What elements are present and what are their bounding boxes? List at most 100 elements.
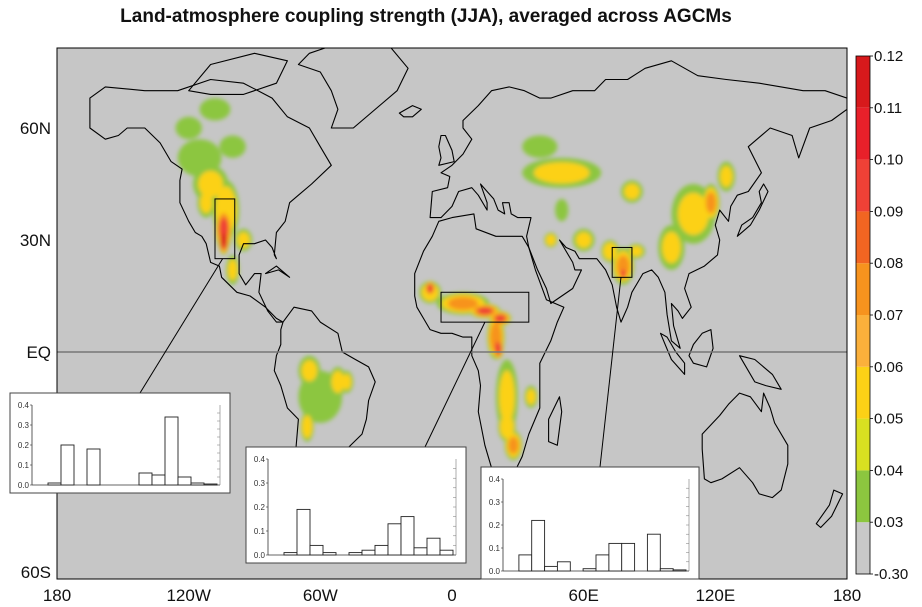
chart-title: Land-atmosphere coupling strength (JJA),…: [120, 6, 732, 27]
field-cell: [499, 370, 515, 424]
y-tick-label: 30N: [20, 231, 51, 250]
colorbar-tick-label: 0.03: [874, 514, 903, 531]
field-cell: [533, 162, 590, 184]
field-cell: [175, 116, 202, 140]
colorbar-tick-label: 0.12: [874, 48, 903, 65]
inset-y-tick-label: 0.2: [254, 503, 266, 512]
inset-bar: [374, 544, 389, 556]
inset-bar: [322, 552, 337, 556]
inset-y-tick-label: 0.3: [18, 421, 30, 430]
inset-y-tick-label: 0.4: [489, 475, 501, 484]
field-cell: [662, 231, 681, 264]
inset-bar: [348, 552, 363, 556]
inset-frame: [480, 466, 700, 580]
inset-bar: [151, 474, 166, 486]
inset-bar: [544, 565, 558, 572]
coastline-3: [429, 60, 847, 349]
coastline-4: [701, 392, 789, 499]
inset-y-tick-label: 0.4: [254, 455, 266, 464]
colorbar-segment: [856, 522, 870, 574]
field-cell: [342, 374, 352, 390]
inset-y-tick-label: 0.3: [489, 498, 501, 507]
colorbar: -0.300.030.040.050.060.070.080.090.100.1…: [855, 48, 908, 583]
inset-y-tick-label: 0.3: [254, 479, 266, 488]
colorbar-tick-label: 0.08: [874, 255, 903, 272]
coastline-0: [89, 78, 332, 323]
histogram-insets: 0.00.10.20.30.40.00.10.20.30.40.00.10.20…: [9, 392, 700, 580]
inset-bar: [60, 444, 75, 486]
field-cell: [545, 234, 556, 246]
field-cell: [508, 436, 519, 454]
colorbar-tick-label: 0.11: [874, 100, 902, 117]
inset-histogram-1: 0.00.10.20.30.4: [245, 446, 467, 564]
coastline-14: [264, 265, 291, 278]
inset-y-tick-label: 0.1: [254, 527, 266, 536]
coastline-15: [188, 52, 288, 95]
inset-bar: [439, 549, 454, 556]
field-cell: [221, 233, 227, 247]
colorbar-tick-label: -0.30: [874, 566, 908, 583]
colorbar-tick-label: 0.10: [874, 152, 903, 169]
coastline-11: [688, 329, 714, 368]
inset-bar: [203, 483, 218, 486]
inset-bar: [387, 523, 402, 556]
inset-bar: [190, 482, 205, 486]
leader-line-0: [139, 258, 224, 394]
field-cell: [705, 191, 717, 214]
field-cell: [499, 414, 514, 439]
colorbar-segment: [856, 470, 870, 523]
colorbar-tick-label: 0.05: [874, 411, 903, 428]
field-cell: [494, 314, 506, 323]
coastline-13: [815, 489, 844, 529]
colorbar-tick-label: 0.04: [874, 462, 903, 479]
inset-y-tick-label: 0.2: [489, 521, 501, 530]
inset-bar: [582, 568, 597, 572]
region-box-0: [214, 198, 236, 260]
field-cell: [200, 192, 213, 214]
inset-histogram-0: 0.00.10.20.30.4: [9, 392, 231, 494]
colorbar-segment: [856, 56, 870, 108]
inset-y-tick-label: 0.1: [489, 544, 501, 553]
inset-bar: [531, 519, 546, 572]
x-tick-label: 180: [43, 586, 71, 605]
inset-histogram-2: 0.0 0.1 0.2 0.3 0.4: [480, 466, 700, 580]
field-cell: [227, 259, 238, 281]
inset-bar: [283, 552, 298, 556]
inset-bar: [177, 476, 192, 486]
field-cell: [237, 232, 250, 248]
coupling-field: [175, 98, 736, 461]
field-cell: [624, 183, 640, 200]
inset-bar: [413, 547, 428, 556]
coastline-10: [659, 332, 686, 375]
x-tick-label: 120E: [695, 586, 735, 605]
inset-y-tick-label: 0.1: [18, 461, 30, 470]
inset-y-tick-label: 0.0: [489, 567, 501, 576]
coastline-9: [736, 183, 769, 237]
field-cell: [199, 98, 231, 121]
field-cell: [720, 165, 733, 188]
colorbar-segment: [856, 159, 870, 212]
field-cell: [630, 245, 643, 257]
field-cell: [219, 135, 246, 158]
inset-bar: [361, 549, 376, 556]
field-cell: [620, 269, 626, 278]
inset-bar: [659, 568, 674, 572]
inset-bar: [47, 482, 62, 486]
inset-bar: [595, 554, 610, 572]
inset-bar: [164, 416, 179, 486]
y-tick-label: EQ: [26, 343, 51, 362]
x-tick-label: 60E: [569, 586, 599, 605]
coastline-5: [297, 48, 409, 129]
inset-bar: [646, 533, 661, 572]
coastline-6: [438, 134, 455, 166]
field-cell: [522, 135, 558, 158]
leader-line-2: [599, 277, 622, 468]
inset-bar: [138, 472, 153, 486]
x-tick-label: 180: [833, 586, 861, 605]
colorbar-segment: [856, 418, 870, 471]
field-cell: [575, 232, 592, 248]
field-cell: [555, 198, 569, 222]
inset-bar: [672, 569, 687, 572]
